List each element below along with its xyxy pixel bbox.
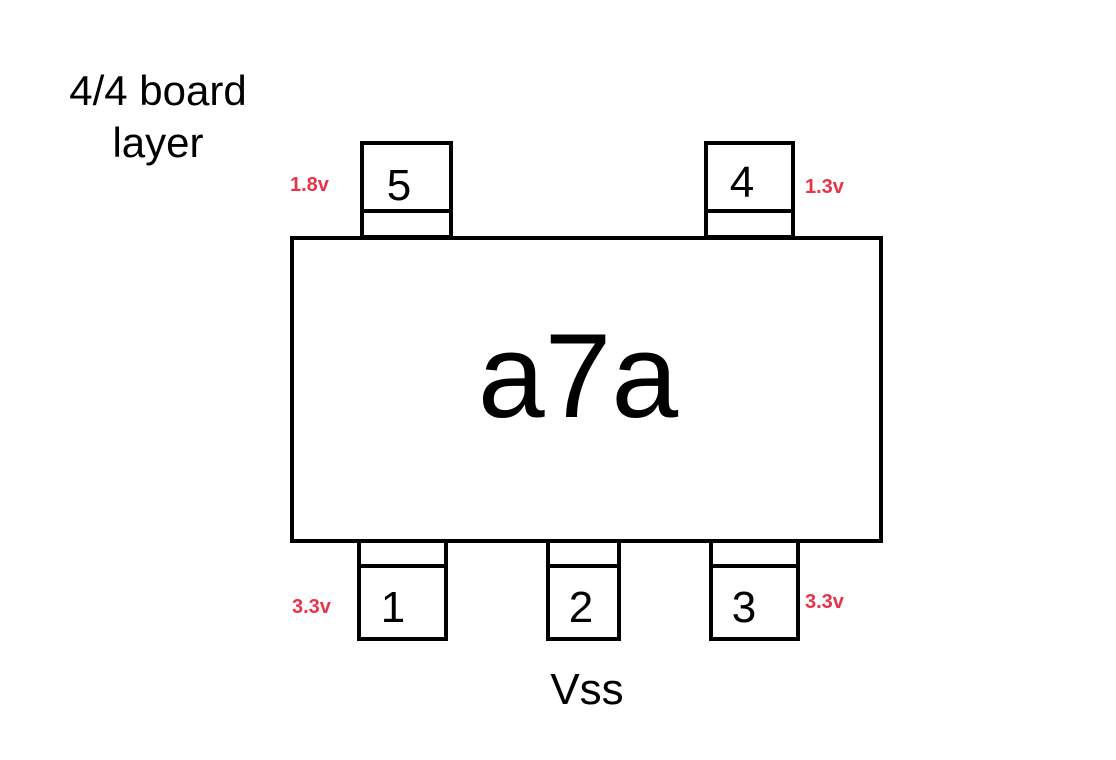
- pin-4-voltage: 1.3v: [805, 176, 845, 198]
- board-note-line1: 4/4 board: [69, 67, 246, 114]
- pin-4-number: 4: [730, 158, 754, 207]
- pin-1-voltage: 3.3v: [292, 596, 332, 618]
- pin-4: 4: [704, 141, 795, 239]
- pin-3-number: 3: [732, 583, 756, 632]
- pin-3: 3: [709, 539, 800, 641]
- pin-2-label: Vss: [550, 665, 623, 714]
- pin-5: 5: [360, 141, 453, 239]
- pin-5-voltage: 1.8v: [290, 174, 330, 196]
- pin-5-number: 5: [387, 161, 411, 210]
- board-note-line2: layer: [112, 119, 203, 166]
- chip-body: a7a: [290, 236, 883, 543]
- pin-2: 2: [546, 539, 621, 641]
- pin-1: 1: [357, 539, 448, 641]
- pin-3-voltage: 3.3v: [805, 591, 845, 613]
- chip-label: a7a: [478, 309, 678, 443]
- pin-1-number: 1: [381, 583, 405, 632]
- pin-2-number: 2: [569, 583, 593, 632]
